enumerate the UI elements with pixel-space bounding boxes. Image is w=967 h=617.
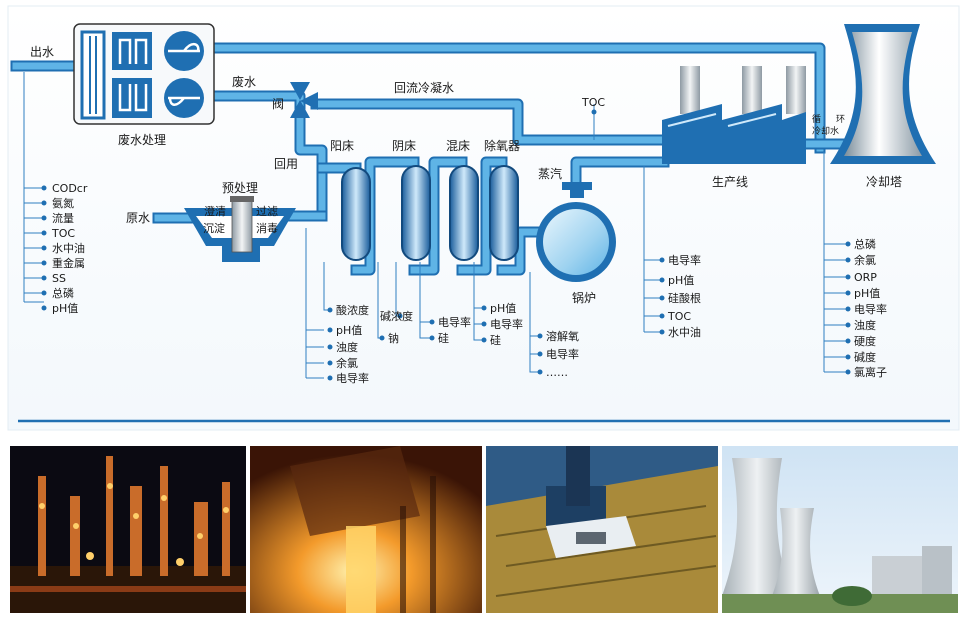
param-reuse-chlorine: 余氯 [336, 356, 358, 370]
label-circ-3: 冷却水 [812, 125, 839, 137]
cooling-tower [830, 24, 936, 164]
param-mixed-conductivity: 电导率 [438, 315, 471, 329]
param-prod-toc: TOC [667, 310, 691, 323]
label-circ-2: 环 [836, 114, 845, 125]
label-raw-water: 原水 [126, 211, 150, 225]
label-disinfect: 消毒 [256, 221, 278, 235]
label-anion-bed: 阴床 [392, 139, 416, 153]
param-ss: SS [52, 272, 66, 285]
param-prod-silicate: 硅酸根 [668, 291, 701, 305]
param-cod: CODcr [52, 182, 88, 195]
param-mixed-silicon: 硅 [438, 332, 449, 345]
electronics-manufacturing-photo [486, 446, 718, 613]
param-cool-orp: ORP [854, 271, 877, 284]
param-prod-ph: pH值 [668, 274, 694, 287]
label-steam: 蒸汽 [538, 166, 562, 181]
param-alkali-concentration: 碱浓度 [380, 309, 413, 323]
param-total-phosphorus: 总磷 [52, 286, 74, 300]
param-reuse-conductivity: 电导率 [336, 371, 369, 385]
measurement-ticks [23, 72, 848, 379]
production-line [662, 66, 806, 164]
param-prod-oil: 水中油 [668, 325, 701, 339]
wastewater-params: CODcr 氨氮 流量 TOC 水中油 重金属 SS 总磷 pH值 [51, 182, 88, 315]
label-wastewater-treatment: 废水处理 [118, 132, 166, 147]
steel-mill-photo [250, 446, 482, 613]
label-return-condensate: 回流冷凝水 [394, 80, 454, 95]
label-reuse: 回用 [274, 157, 298, 171]
param-toc: TOC [51, 227, 75, 240]
production-params: 电导率 pH值 硅酸根 TOC 水中油 [667, 253, 701, 339]
param-deaerator-conductivity: 电导率 [490, 317, 523, 331]
bed-params: 酸浓度 pH值 浊度 余氯 电导率 碱浓度 钠 电导率 硅 pH值 电导率 硅 … [336, 302, 579, 385]
param-cool-alkalinity: 碱度 [854, 350, 876, 364]
param-cool-turbidity: 浊度 [854, 318, 876, 332]
label-settle: 沉淀 [203, 221, 225, 235]
three-way-valve [290, 82, 318, 118]
refinery-night-photo [10, 446, 246, 613]
param-cool-conductivity: 电导率 [854, 302, 887, 316]
cooling-towers-photo [722, 446, 958, 613]
param-deaerator-silicon: 硅 [490, 334, 501, 347]
wastewater-treatment-unit [73, 23, 215, 125]
label-cooling-tower: 冷却塔 [866, 175, 902, 189]
label-boiler: 锅炉 [572, 290, 596, 305]
label-waste-water: 废水 [232, 74, 256, 89]
pretreatment-tank [184, 196, 296, 262]
param-oil: 水中油 [52, 241, 85, 255]
label-clarify: 澄清 [204, 204, 226, 218]
cooling-params: 总磷 余氯 ORP pH值 电导率 浊度 硬度 碱度 氯离子 [854, 237, 887, 379]
label-valve: 阀 [272, 97, 284, 111]
param-cool-total-phosphorus: 总磷 [854, 237, 876, 251]
param-cool-chlorine: 余氯 [854, 253, 876, 267]
label-circ-1: 循 [812, 113, 821, 125]
param-reuse-turbidity: 浊度 [336, 340, 358, 354]
param-sodium: 钠 [388, 331, 399, 345]
measurement-dots [41, 109, 851, 381]
ion-exchange-beds [341, 165, 519, 261]
param-heavy-metal: 重金属 [52, 256, 85, 270]
param-dissolved-oxygen: 溶解氧 [546, 329, 579, 343]
label-production-line: 生产线 [712, 175, 748, 189]
flow-labels: 出水 废水 阀 回用 原水 回流冷凝水 蒸汽 TOC 循 环 冷却水 [30, 45, 845, 225]
label-pretreatment: 预处理 [222, 181, 258, 195]
param-ph: pH值 [52, 302, 78, 315]
param-cool-hardness: 硬度 [854, 334, 876, 348]
param-reuse-ph: pH值 [336, 324, 362, 337]
label-filter: 过滤 [256, 205, 278, 218]
param-ammonia: 氨氮 [52, 196, 74, 210]
label-toc-top: TOC [581, 96, 605, 109]
label-mixed-bed: 混床 [446, 139, 470, 153]
param-deaerator-ph: pH值 [490, 302, 516, 315]
param-boiler-conductivity: 电导率 [546, 347, 579, 361]
param-boiler-more: …… [546, 366, 568, 379]
param-acid-concentration: 酸浓度 [336, 303, 369, 317]
unit-labels: 废水处理 预处理 澄清 过滤 沉淀 消毒 阳床 阴床 混床 除氧器 锅炉 生产线… [118, 132, 902, 305]
label-deaerator: 除氧器 [484, 138, 520, 153]
param-prod-conductivity: 电导率 [668, 253, 701, 267]
param-cool-chloride: 氯离子 [854, 365, 887, 379]
label-outlet-water: 出水 [30, 45, 54, 59]
param-flow: 流量 [52, 211, 74, 225]
boiler [536, 182, 616, 282]
label-cation-bed: 阳床 [330, 139, 354, 153]
param-cool-ph: pH值 [854, 287, 880, 300]
